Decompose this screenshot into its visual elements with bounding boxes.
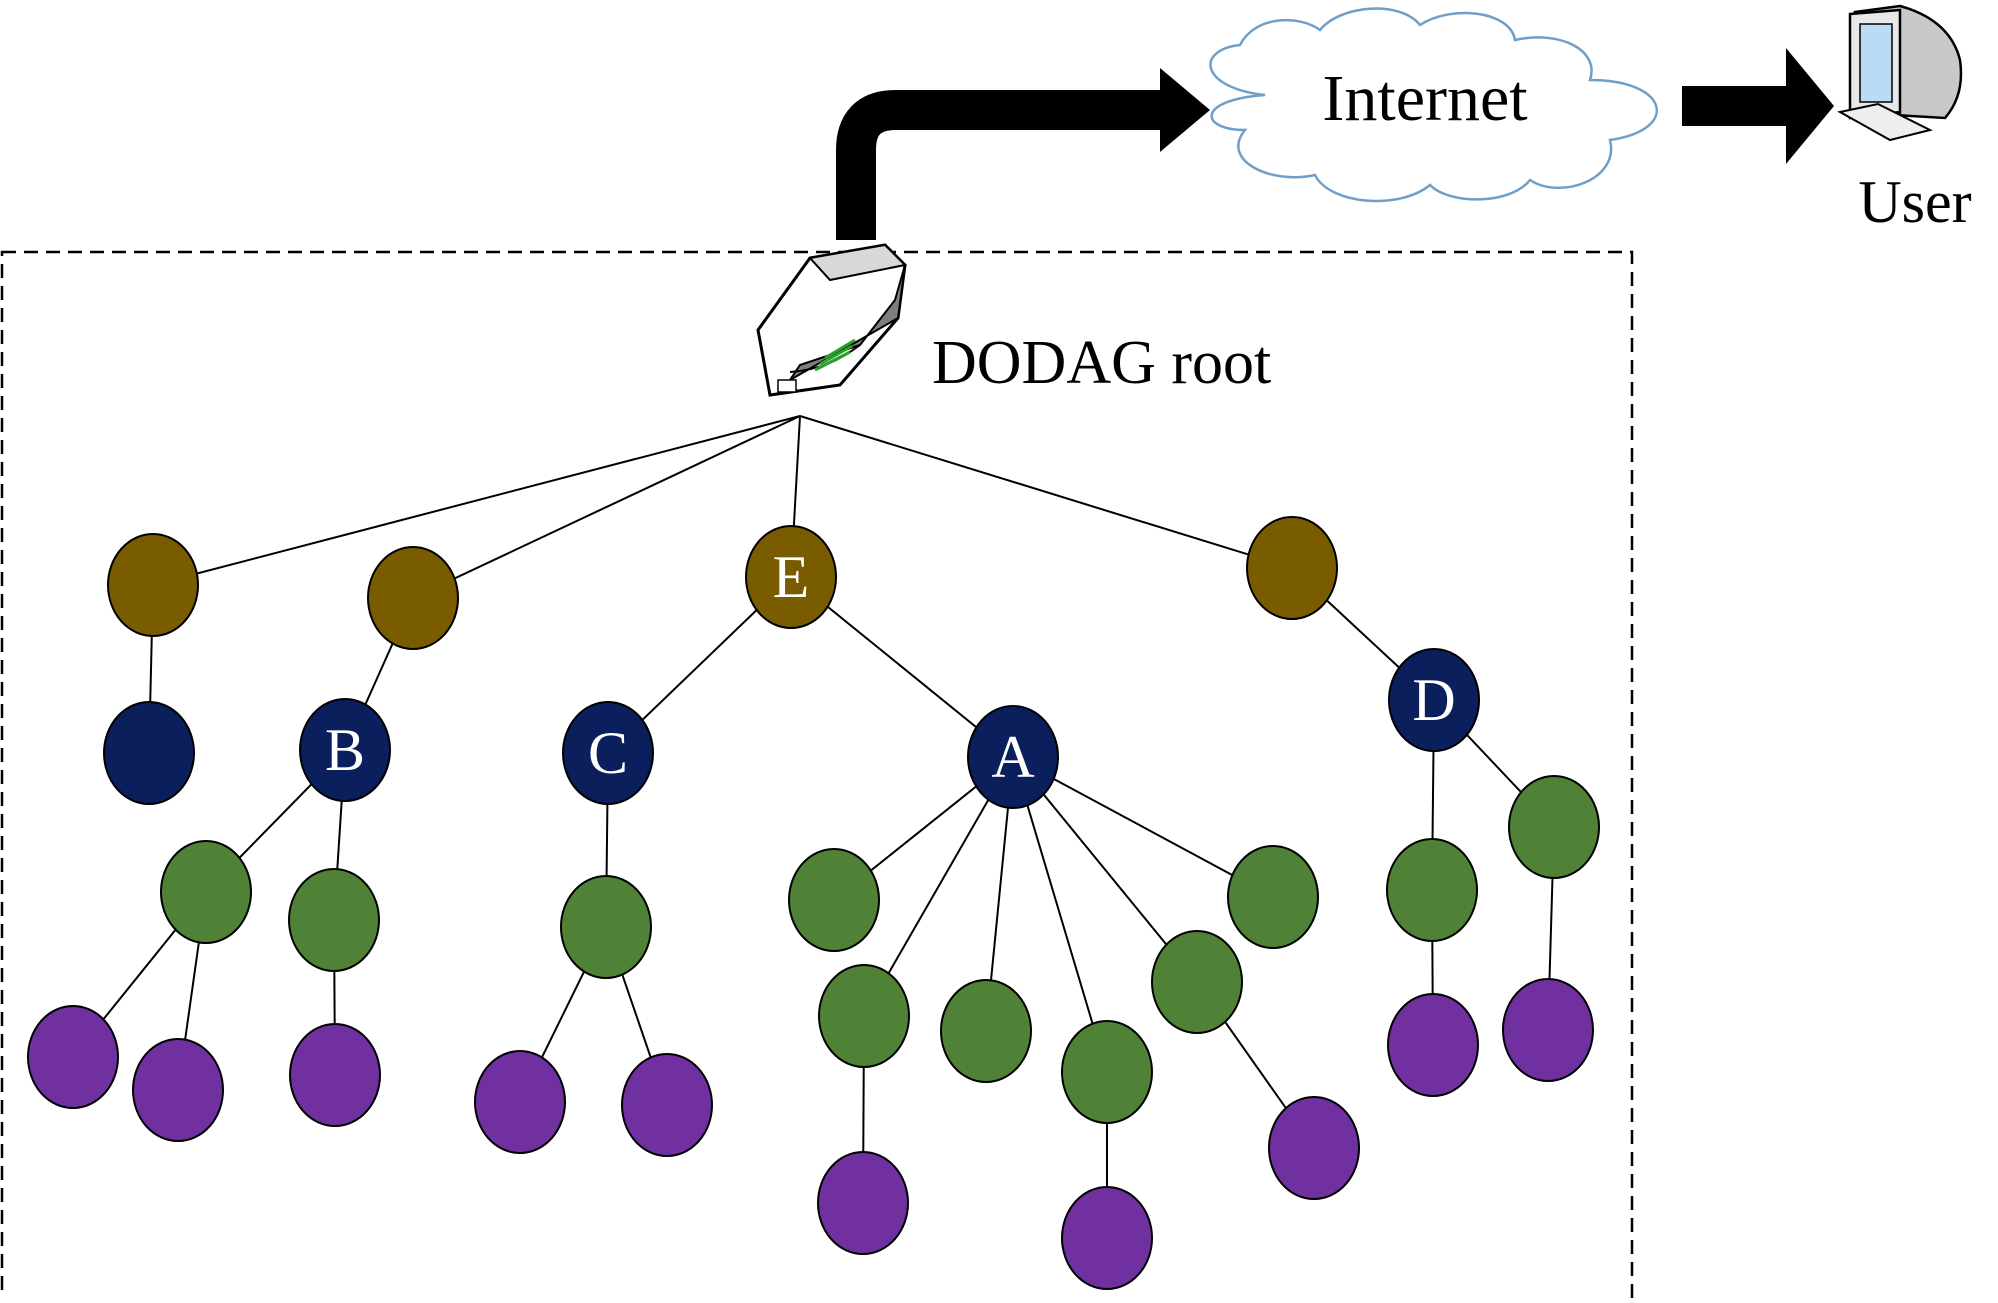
node-g6 [940, 979, 1032, 1083]
network-boundary [0, 250, 1634, 1303]
node-p9 [1387, 993, 1479, 1097]
edge-root-n4 [799, 415, 1293, 569]
user-arrowhead [1786, 48, 1834, 164]
node-label-C: C [588, 720, 628, 786]
router-icon [756, 243, 908, 397]
user-label: User [1858, 169, 1971, 235]
node-g5 [818, 964, 910, 1068]
user-arrow-shaft [1682, 86, 1792, 126]
node-p2 [132, 1038, 224, 1142]
edge-root-n1 [152, 415, 801, 586]
edge-root-n2 [412, 415, 801, 599]
node-p3 [289, 1023, 381, 1127]
node-B: B [299, 698, 391, 802]
node-label-E: E [773, 544, 810, 610]
node-n5 [103, 701, 195, 805]
node-C: C [562, 701, 654, 805]
node-label-B: B [325, 717, 365, 783]
node-g10 [1386, 838, 1478, 942]
uplink-arrow [836, 90, 1170, 240]
node-label-A: A [991, 724, 1034, 790]
node-p7 [1061, 1186, 1153, 1290]
node-A: A [967, 705, 1059, 809]
node-g9 [1227, 845, 1319, 949]
node-p1 [27, 1005, 119, 1109]
node-p5 [621, 1053, 713, 1157]
internet-cloud-icon [1209, 7, 1658, 203]
edge-A-g7 [1012, 756, 1108, 1073]
node-g3 [560, 875, 652, 979]
node-p6 [817, 1151, 909, 1255]
node-g2 [288, 868, 380, 972]
node-p4 [474, 1050, 566, 1154]
node-g4 [788, 848, 880, 952]
uplink-arrowhead [1160, 68, 1210, 152]
node-n2 [367, 546, 459, 650]
node-n1 [107, 533, 199, 637]
internet-label: Internet [1322, 62, 1527, 135]
node-g8 [1151, 930, 1243, 1034]
user-computer-icon [1837, 4, 1963, 142]
nodes-layer: E B C A D [27, 516, 1600, 1290]
node-label-D: D [1412, 667, 1455, 733]
node-g1 [160, 840, 252, 944]
edge-A-g9 [1012, 756, 1274, 898]
dodag-root-label: DODAG root [932, 329, 1271, 397]
node-p10 [1502, 978, 1594, 1082]
node-E: E [745, 525, 837, 629]
node-p8 [1268, 1096, 1360, 1200]
node-D: D [1388, 648, 1480, 752]
node-g7 [1061, 1020, 1153, 1124]
node-g11 [1508, 775, 1600, 879]
node-n4 [1246, 516, 1338, 620]
